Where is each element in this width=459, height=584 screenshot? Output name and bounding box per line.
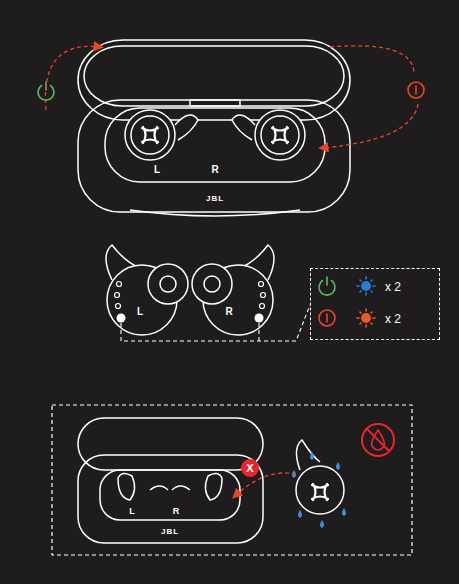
- blink-count: x 2: [385, 281, 401, 293]
- cross-mark: X: [246, 463, 253, 474]
- side-label: R: [173, 507, 180, 516]
- side-label: L: [129, 507, 135, 516]
- blink-count: x 2: [385, 313, 401, 325]
- legend-box: x 2 x 2: [310, 268, 440, 340]
- brand-logo: JBL: [161, 528, 179, 536]
- brand-logo: JBL: [206, 195, 224, 203]
- side-label: R: [225, 307, 232, 317]
- side-label: L: [137, 307, 143, 317]
- side-label: R: [211, 165, 218, 175]
- side-label: L: [154, 165, 160, 175]
